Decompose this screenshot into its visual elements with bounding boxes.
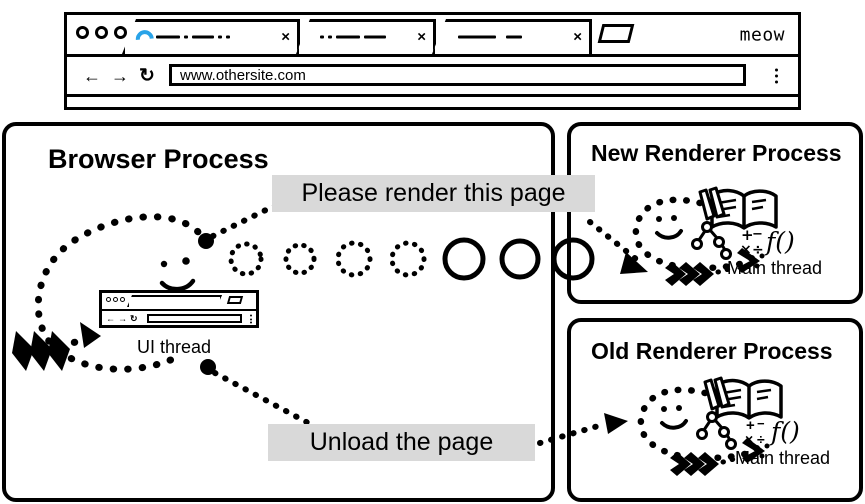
mini-kebab-icon — [250, 314, 252, 324]
old-renderer-panel: Old Renderer Process — [567, 318, 863, 502]
new-renderer-main-thread-label: Main thread — [727, 258, 823, 278]
brand-label: meow — [739, 24, 785, 45]
window-dot-1[interactable] — [76, 26, 89, 39]
tab-1-title — [156, 35, 230, 38]
callout-render-message: Please render this page — [272, 175, 595, 212]
mini-tab-strip — [102, 293, 256, 311]
callout-unload-text: Unload the page — [309, 428, 494, 456]
tab-3[interactable]: × — [432, 19, 592, 54]
forward-icon[interactable]: → — [111, 65, 129, 86]
reload-icon[interactable]: ↻ — [139, 65, 155, 86]
tab-2[interactable]: × — [296, 19, 436, 54]
old-renderer-main-thread-label: Main thread — [735, 448, 831, 468]
ui-thread-browser-icon: ←→↻ — [99, 290, 259, 328]
new-renderer-title: New Renderer Process — [591, 140, 842, 166]
old-renderer-title: Old Renderer Process — [591, 338, 833, 364]
callout-render-text: Please render this page — [301, 179, 566, 207]
back-icon[interactable]: ← — [83, 65, 101, 86]
mini-nav-icons: ←→↻ — [106, 313, 141, 324]
tab-strip: × × × meow — [67, 15, 798, 57]
mini-url-bar — [147, 314, 242, 323]
tab-3-close-icon[interactable]: × — [573, 28, 582, 45]
window-dot-2[interactable] — [95, 26, 108, 39]
browser-process-title: Browser Process — [48, 144, 269, 174]
tab-1[interactable]: × — [122, 19, 300, 54]
tab-1-close-icon[interactable]: × — [281, 28, 290, 45]
window-controls[interactable] — [76, 26, 127, 39]
ui-thread-label: UI thread — [137, 337, 212, 357]
browser-window: × × × meow — [64, 12, 801, 110]
tab-2-title — [320, 35, 386, 38]
url-input[interactable]: www.othersite.com — [169, 64, 746, 86]
new-tab-icon[interactable] — [597, 24, 635, 43]
mini-tab — [127, 295, 222, 307]
mini-new-tab-icon — [226, 296, 244, 304]
tab-3-title — [458, 35, 522, 38]
kebab-menu-icon[interactable] — [775, 68, 778, 83]
callout-unload-message: Unload the page — [268, 424, 535, 461]
mini-window-controls — [106, 297, 125, 302]
mini-nav-bar: ←→↻ — [102, 311, 256, 327]
nav-bar: ← → ↻ www.othersite.com — [67, 57, 798, 97]
window-dot-3[interactable] — [114, 26, 127, 39]
tab-2-close-icon[interactable]: × — [417, 28, 426, 45]
url-text: www.othersite.com — [180, 66, 306, 84]
